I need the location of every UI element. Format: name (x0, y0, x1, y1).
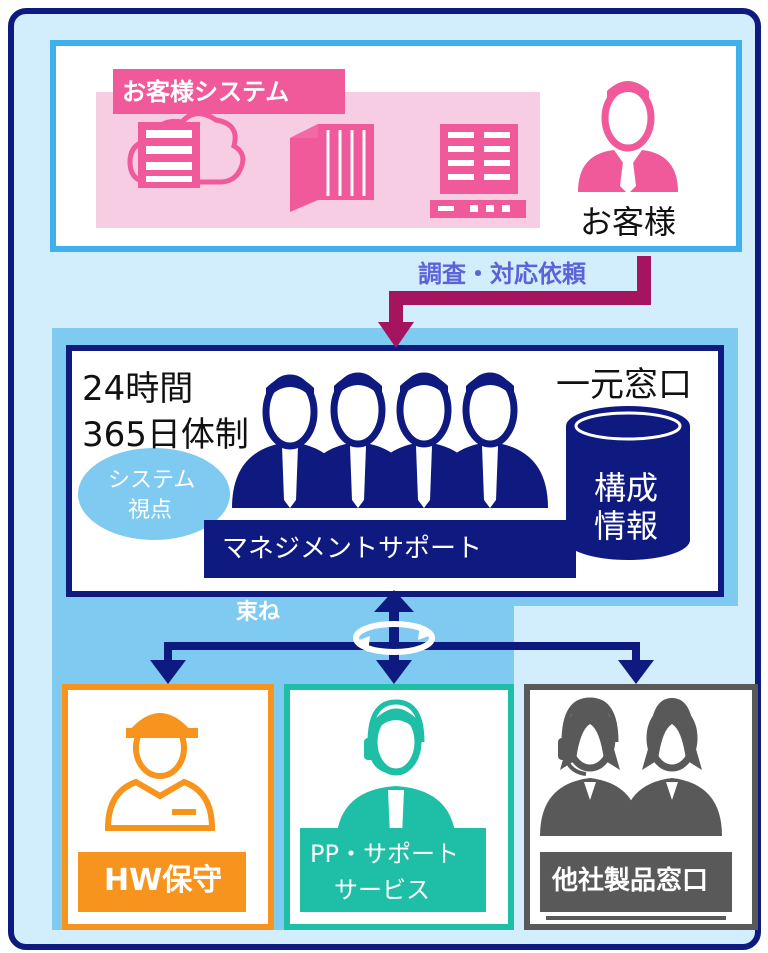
arrow-head-hw (150, 660, 186, 684)
system-view-line-1: システム (108, 468, 196, 493)
arrow-head-up (374, 590, 414, 612)
other-label-bar (540, 852, 732, 912)
customer-system-label: お客様システム (122, 78, 290, 106)
management-title: マネジメントサポート (222, 534, 483, 564)
hours-line-1: 24時間 (82, 369, 194, 409)
hw-label-bar (78, 852, 246, 912)
hw-label: HW保守 (104, 863, 223, 898)
mainframe-icon (290, 124, 374, 212)
customer-person-icon (578, 81, 678, 194)
config-info-line-1: 構成 (594, 469, 659, 507)
bundle-label: 束ね (236, 600, 281, 625)
distribution-arrows (150, 590, 654, 684)
arrow-head-other (618, 660, 654, 684)
arrow-head-pp (376, 660, 412, 684)
management-title-bar (204, 520, 576, 578)
customer-label: お客様 (580, 203, 677, 241)
system-view-bubble (78, 448, 230, 540)
request-arrow (378, 256, 651, 348)
hours-line-2: 365日体制 (82, 415, 249, 455)
pp-label-bar (300, 828, 486, 912)
config-info-line-2: 情報 (594, 507, 659, 545)
config-database-icon (566, 406, 690, 560)
pp-operator-icon (336, 699, 456, 846)
pp-label-line-1: PP・サポート (310, 840, 459, 868)
other-vendor-label: 他社製品窓口 (552, 866, 709, 896)
server-rack-icon (430, 124, 526, 218)
pp-label-line-2: サービス (334, 876, 430, 904)
request-label: 調査・対応依頼 (418, 260, 586, 288)
single-window-label: 一元窓口 (556, 365, 692, 405)
hw-engineer-icon (104, 713, 216, 831)
support-person-icon (432, 372, 548, 508)
rotation-ring (353, 621, 435, 655)
support-staff-group-icon (232, 372, 548, 508)
system-view-line-2: 視点 (128, 498, 173, 523)
cloud-server-icon (127, 111, 246, 188)
other-vendor-operators-icon (540, 697, 722, 836)
customer-system-label-bg (113, 69, 345, 114)
